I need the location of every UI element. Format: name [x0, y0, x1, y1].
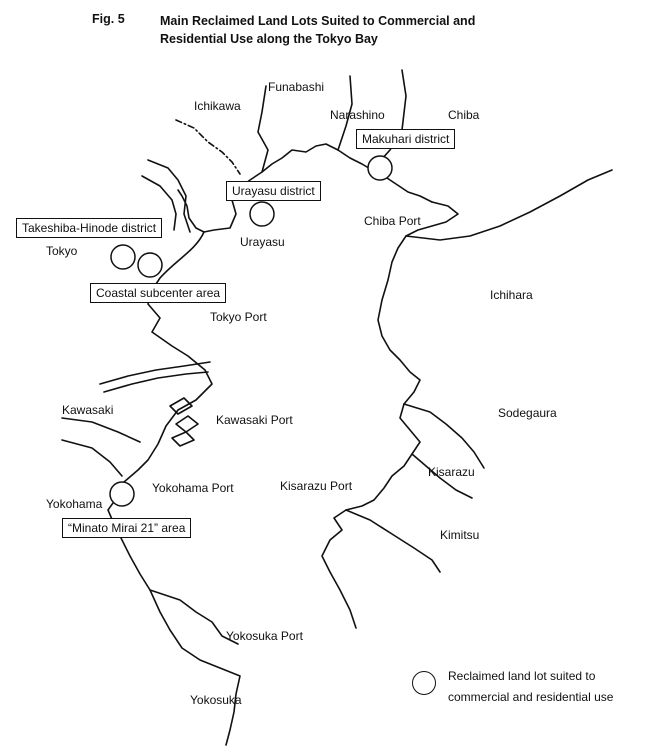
kawasaki-block-1	[169, 397, 193, 415]
sumida-river	[147, 159, 191, 233]
label-sodegaura: Sodegaura	[498, 406, 557, 420]
label-chiba-port: Chiba Port	[364, 214, 421, 228]
lot-minato-mirai	[109, 481, 135, 507]
chiba-inland-2	[411, 453, 473, 499]
lot-takeshiba-hinode	[110, 244, 136, 270]
label-urayasu: Urayasu	[240, 235, 285, 249]
label-yokosuka-port: Yokosuka Port	[226, 629, 303, 643]
kawasaki-block-2	[175, 415, 199, 433]
arakawa-river	[141, 175, 177, 231]
label-kisarazu: Kisarazu	[428, 465, 475, 479]
district-coastal-subcenter: Coastal subcenter area	[90, 283, 227, 303]
district-makuhari: Makuhari district	[356, 129, 456, 149]
label-tokyo-port: Tokyo Port	[210, 310, 267, 324]
label-funabashi: Funabashi	[268, 80, 325, 94]
label-yokohama: Yokohama	[46, 497, 103, 511]
figure-title-line-1: Main Reclaimed Land Lots Suited to Comme…	[160, 14, 476, 28]
figure-title: Main Reclaimed Land Lots Suited to Comme…	[160, 12, 560, 48]
tama-river-south	[103, 371, 209, 393]
legend-line-2: commercial and residential use	[448, 690, 614, 704]
label-yokohama-port: Yokohama Port	[152, 481, 234, 495]
figure-title-line-2: Residential Use along the Tokyo Bay	[160, 32, 378, 46]
label-ichikawa: Ichikawa	[194, 99, 241, 113]
label-kawasaki: Kawasaki	[62, 403, 114, 417]
label-tokyo: Tokyo	[46, 244, 78, 258]
chiba-inland-1	[403, 403, 485, 469]
narashino-river	[337, 75, 353, 151]
label-ichihara: Ichihara	[490, 288, 533, 302]
east-coastline	[321, 201, 459, 629]
lot-coastal-subcenter	[137, 252, 163, 278]
label-narashino: Narashino	[330, 108, 385, 122]
label-chiba: Chiba	[448, 108, 480, 122]
label-kawasaki-port: Kawasaki Port	[216, 413, 293, 427]
kawasaki-shore	[61, 417, 141, 443]
chiba-inland-4	[405, 169, 613, 241]
yokohama-inland	[61, 439, 123, 477]
lot-urayasu	[249, 201, 275, 227]
label-yokosuka: Yokosuka	[190, 693, 242, 707]
label-kisarazu-port: Kisarazu Port	[280, 479, 353, 493]
district-takeshiba-hinode: Takeshiba-Hinode district	[16, 218, 163, 238]
legend-lot-circle-icon	[412, 671, 436, 695]
label-kimitsu: Kimitsu	[440, 528, 480, 542]
kawasaki-block-3	[171, 431, 195, 447]
legend-line-1: Reclaimed land lot suited to	[448, 669, 596, 683]
district-urayasu: Urayasu district	[226, 181, 321, 201]
yokosuka-coast	[149, 589, 239, 645]
legend-text: Reclaimed land lot suited to commercial …	[448, 666, 648, 708]
district-minato-mirai-21: “Minato Mirai 21” area	[62, 518, 192, 538]
west-coastline	[107, 189, 241, 746]
figure-number: Fig. 5	[92, 12, 125, 26]
lot-makuhari	[367, 155, 393, 181]
chiba-inland-3	[345, 509, 441, 573]
funabashi-river	[257, 85, 269, 173]
tama-river-north	[99, 361, 211, 385]
ichikawa-boundary	[175, 119, 241, 175]
north-coastline	[203, 143, 433, 233]
